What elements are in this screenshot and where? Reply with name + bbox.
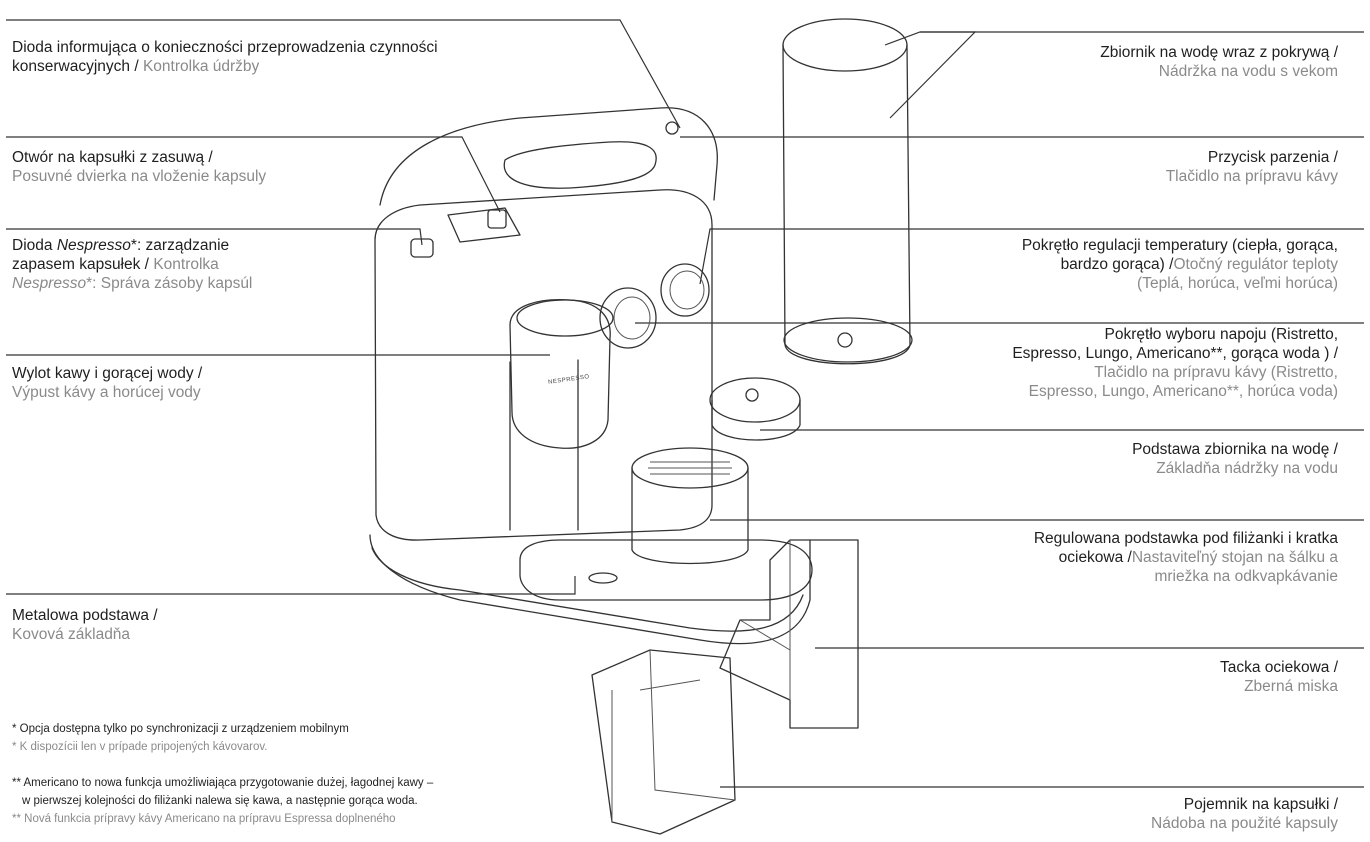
- label-capsule-container: Pojemnik na kapsułki / Nádoba na použité…: [1151, 795, 1338, 833]
- machine-body: [374, 189, 713, 541]
- footnote-dstar-sk1: ** Nová funkcia prípravy kávy Americano …: [12, 813, 396, 825]
- drip-plate: [519, 539, 813, 601]
- brew-button-circle: [665, 121, 679, 135]
- label-brew-button: Przycisk parzenia / Tlačidlo na prípravu…: [1166, 148, 1338, 186]
- leader-capsule-opening: [6, 136, 501, 213]
- footnote-dstar-pl2: w pierwszej kolejności do filiżanki nale…: [22, 795, 418, 807]
- label-coffee-outlet: Wylot kawy i gorącej wody / Výpust kávy …: [12, 364, 202, 402]
- label-nespresso-led: Dioda Nespresso*: zarządzanie zapasem ka…: [12, 236, 252, 293]
- tank-base-illustration: [709, 377, 801, 441]
- metal-base-outline: [369, 534, 811, 645]
- label-beverage-knob: Pokrętło wyboru napoju (Ristretto, Espre…: [1012, 325, 1338, 401]
- label-water-tank-pl: Zbiornik na wodę wraz z pokrywą /: [1100, 44, 1338, 61]
- label-tank-base-pl: Podstawa zbiornika na wodę /: [1132, 441, 1338, 458]
- label-beverage-knob-pl1: Pokrętło wyboru napoju (Ristretto,: [1104, 326, 1338, 343]
- label-nespresso-led-sk3a: Nespresso: [12, 275, 87, 292]
- label-brew-button-sk: Tlačidlo na prípravu kávy: [1165, 168, 1338, 185]
- label-temperature-knob-sk2: Otočný regulátor teploty: [1173, 256, 1338, 273]
- label-metal-base-pl: Metalowa podstawa /: [12, 607, 158, 624]
- machine-top: [379, 107, 718, 206]
- label-drip-tray: Tacka ociekowa / Zberná miska: [1220, 658, 1338, 696]
- top-insert: [503, 141, 657, 189]
- label-nespresso-led-sk3b: *: Správa zásoby kapsúl: [86, 275, 253, 292]
- label-capsule-opening: Otwór na kapsułki z zasuwą / Posuvné dvi…: [12, 148, 266, 186]
- label-nespresso-led-pl1b: Nespresso: [56, 237, 131, 254]
- temperature-knob-inner: [669, 270, 705, 310]
- nespresso-led-square: [410, 238, 434, 258]
- temperature-knob-shape: [660, 263, 710, 317]
- coffee-outlet-shape: [509, 299, 611, 449]
- label-metal-base-sk: Kovová základňa: [12, 626, 131, 643]
- label-nespresso-led-pl2: zapasem kapsułek /: [12, 256, 149, 273]
- drip-tray-illustration: [719, 539, 859, 729]
- leader-maintenance-led: [6, 19, 681, 129]
- tank-base-body: [711, 399, 801, 441]
- cup-cavity: [509, 359, 579, 531]
- label-cup-support-pl1: Regulowana podstawka pod filiżanki i kra…: [1033, 530, 1338, 547]
- label-beverage-knob-pl2: Espresso, Lungo, Americano**, gorąca wod…: [1012, 345, 1338, 362]
- label-metal-base: Metalowa podstawa / Kovová základňa: [12, 606, 158, 644]
- label-temperature-knob-sk3: (Teplá, horúca, veľmi horúca): [1137, 275, 1338, 292]
- beverage-knob-shape: [599, 287, 657, 349]
- capsule-container-edges: [611, 649, 736, 822]
- water-tank-body: [782, 44, 911, 365]
- label-cup-support-sk3: mriežka na odkvapkávanie: [1154, 568, 1338, 585]
- label-beverage-knob-sk4: Espresso, Lungo, Americano**, horúca vod…: [1028, 383, 1338, 400]
- cup-support-grid: [648, 461, 732, 475]
- label-temperature-knob-pl2: bardzo gorąca) /: [1060, 256, 1174, 273]
- capsule-container-shape: [591, 649, 736, 835]
- metal-base-edge: [371, 547, 804, 632]
- label-drip-tray-sk: Zberná miska: [1244, 678, 1338, 695]
- label-cup-support-sk2: Nastaviteľný stojan na šálku a: [1131, 549, 1338, 566]
- label-coffee-outlet-pl: Wylot kawy i gorącej wody /: [12, 365, 203, 382]
- label-maintenance-led: Dioda informująca o konieczności przepro…: [12, 38, 438, 76]
- footnote-star-pl: * Opcja dostępna tylko po synchronizacji…: [12, 723, 349, 735]
- capsule-opening-slot: [447, 207, 521, 243]
- tank-base-valve: [745, 388, 759, 402]
- label-maintenance-led-pl2: konserwacyjnych /: [12, 58, 139, 75]
- label-capsule-container-sk: Nádoba na použité kapsuly: [1151, 815, 1338, 832]
- label-beverage-knob-sk3: Tlačidlo na prípravu kávy (Ristretto,: [1094, 364, 1338, 381]
- label-maintenance-led-pl1: Dioda informująca o konieczności przepro…: [12, 39, 438, 56]
- label-water-tank: Zbiornik na wodę wraz z pokrywą / Nádržk…: [1100, 43, 1338, 81]
- label-cup-support-pl2: ociekowa /: [1058, 549, 1132, 566]
- leader-metal-base: [6, 576, 576, 595]
- water-tank-bottom: [783, 317, 913, 363]
- footnote-dstar-pl1: ** Americano to nowa funkcja umożliwiają…: [12, 777, 434, 789]
- label-maintenance-led-sk: Kontrolka údržby: [142, 58, 260, 75]
- label-nespresso-led-sk2: Kontrolka: [153, 256, 219, 273]
- label-temperature-knob: Pokrętło regulacji temperatury (ciepła, …: [1022, 236, 1338, 293]
- label-nespresso-led-pl1c: *: zarządzanie: [130, 237, 230, 254]
- label-coffee-outlet-sk: Výpust kávy a horúcej vody: [12, 384, 201, 401]
- label-capsule-container-pl: Pojemnik na kapsułki /: [1183, 796, 1338, 813]
- water-tank-valve: [837, 332, 853, 348]
- label-brew-button-pl: Przycisk parzenia /: [1207, 149, 1338, 166]
- label-capsule-opening-sk: Posuvné dvierka na vloženie kapsuly: [12, 168, 267, 185]
- water-tank-lid: [782, 18, 908, 72]
- drip-tray-edges: [739, 540, 791, 700]
- label-water-tank-sk: Nádržka na vodu s vekom: [1158, 63, 1338, 80]
- machine-illustration: [369, 107, 813, 645]
- label-temperature-knob-pl1: Pokrętło regulacji temperatury (ciepła, …: [1021, 237, 1338, 254]
- beverage-knob-inner: [613, 296, 651, 340]
- capsule-slot-handle: [487, 209, 507, 229]
- label-capsule-opening-pl: Otwór na kapsułki z zasuwą /: [12, 149, 213, 166]
- footnote-star-sk: * K dispozícii len v prípade pripojených…: [12, 741, 268, 753]
- coffee-outlet-top: [516, 299, 614, 337]
- label-tank-base: Podstawa zbiornika na wodę / Základňa ná…: [1132, 440, 1338, 478]
- capsule-container-illustration: [591, 649, 736, 835]
- water-tank-illustration: [782, 18, 913, 365]
- label-tank-base-sk: Základňa nádržky na vodu: [1156, 460, 1338, 477]
- leader-lines: [6, 19, 1364, 788]
- drip-tray-shape: [719, 539, 859, 729]
- leader-nespresso-led: [6, 228, 423, 246]
- label-nespresso-led-pl1a: Dioda: [12, 237, 57, 254]
- cup-support-body: [631, 467, 749, 565]
- leader-temperature-knob: [699, 228, 1364, 285]
- label-cup-support: Regulowana podstawka pod filiżanki i kra…: [1034, 529, 1338, 586]
- drip-plate-slot: [588, 572, 618, 584]
- leader-water-tank: [889, 31, 977, 119]
- label-drip-tray-pl: Tacka ociekowa /: [1219, 659, 1338, 676]
